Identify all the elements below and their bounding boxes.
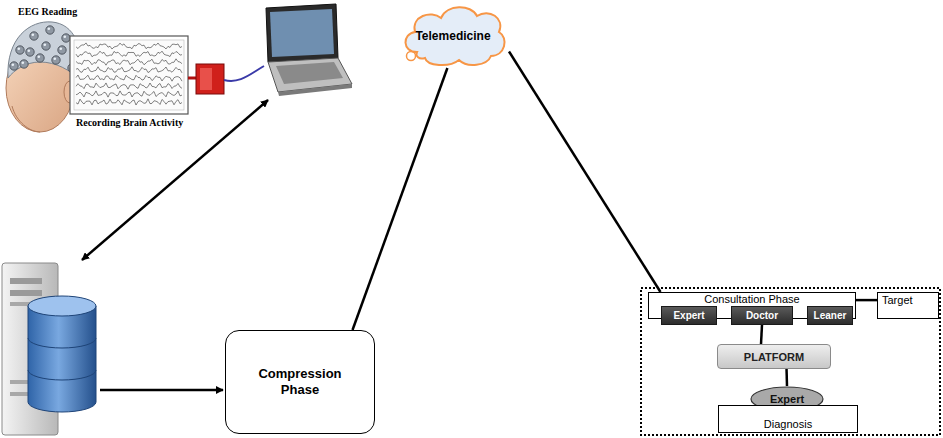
node-text: Expert (673, 310, 704, 322)
database (28, 306, 96, 412)
eeg-waves (76, 51, 182, 57)
eeg-waves (76, 43, 182, 105)
electrode-set (62, 34, 70, 42)
flow-arrow (785, 369, 788, 386)
node-text: Expert (770, 393, 804, 405)
electrode-set (32, 34, 35, 37)
dotted-frame (641, 288, 940, 435)
role-box: Doctor (731, 306, 793, 325)
process-box: Compression Phase (225, 330, 375, 434)
electrode-set (42, 42, 50, 50)
electrode-set (22, 62, 25, 65)
electrode-set (58, 46, 66, 54)
cloud-swirl (407, 52, 416, 61)
eeg-amplifier (200, 68, 212, 90)
eeg-amplifier (224, 66, 264, 81)
database (28, 296, 96, 412)
eeg-waves (76, 67, 182, 73)
electrode-set (60, 48, 63, 51)
role-box: Leaner (807, 306, 853, 325)
eeg-chart (70, 36, 188, 114)
platform-box: PLATFORM (717, 344, 831, 369)
node-text: Diagnosis (764, 418, 812, 430)
electrode-set (12, 64, 15, 67)
node-text: Telemedicine (415, 29, 490, 43)
electrode-set (64, 36, 67, 39)
laptop (276, 62, 343, 84)
flow-arrow (353, 68, 448, 330)
data-flow-arrow (100, 389, 223, 392)
role-box: Expert (661, 306, 717, 325)
electrode-set (44, 44, 47, 47)
database (28, 370, 96, 380)
electrode-set (28, 50, 31, 53)
eeg-amplifier (188, 77, 196, 80)
node-text: Target (882, 294, 913, 306)
node-text: Leaner (814, 310, 847, 322)
eeg-chart (70, 36, 188, 114)
flow-arrow (856, 299, 877, 302)
flow-arrow (509, 52, 660, 293)
caption-label: EEG Reading (18, 6, 77, 17)
node-text: Consultation Phase (704, 293, 799, 305)
electrode-set (30, 32, 38, 40)
patient-head (12, 106, 40, 132)
electrode-set (38, 56, 41, 59)
electrode-set (18, 48, 21, 51)
eeg-amplifier (188, 64, 264, 94)
server (10, 278, 42, 284)
eeg-chart (74, 40, 184, 110)
eeg-waves (76, 75, 182, 81)
server (10, 392, 30, 396)
electrode-set (52, 56, 60, 64)
electrode-set (26, 48, 34, 56)
database (28, 338, 96, 348)
eeg-amplifier (196, 64, 224, 94)
laptop (270, 9, 334, 57)
node-text: Doctor (746, 310, 778, 322)
eeg-waves (76, 99, 182, 105)
node-text: Compression Phase (250, 366, 350, 398)
electrode-set (48, 28, 51, 31)
diagnosis-box: Diagnosis (718, 405, 858, 433)
flow-arrow (760, 325, 763, 344)
electrode-set (54, 58, 57, 61)
server (10, 380, 30, 384)
server (10, 290, 42, 296)
target-box: Target (877, 292, 939, 319)
phase-box: Consultation PhaseExpert Doctor Leaner (648, 292, 856, 319)
electrode-set (46, 26, 54, 34)
laptop (266, 4, 338, 62)
electrode-set (36, 54, 44, 62)
cloud-node: Telemedicine (397, 2, 509, 68)
electrode-set (10, 62, 18, 70)
electrode-set (16, 46, 24, 54)
database (28, 296, 96, 316)
caption-label: Recording Brain Activity (76, 117, 183, 128)
eeg-waves (76, 91, 182, 97)
eeg-waves (76, 83, 182, 89)
eeg-waves (76, 43, 182, 49)
laptop (278, 84, 352, 96)
laptop (266, 4, 352, 96)
cloud-outline (405, 7, 504, 65)
node-text: PLATFORM (744, 351, 804, 363)
electrode-set (20, 60, 28, 68)
eeg-waves (76, 59, 182, 65)
